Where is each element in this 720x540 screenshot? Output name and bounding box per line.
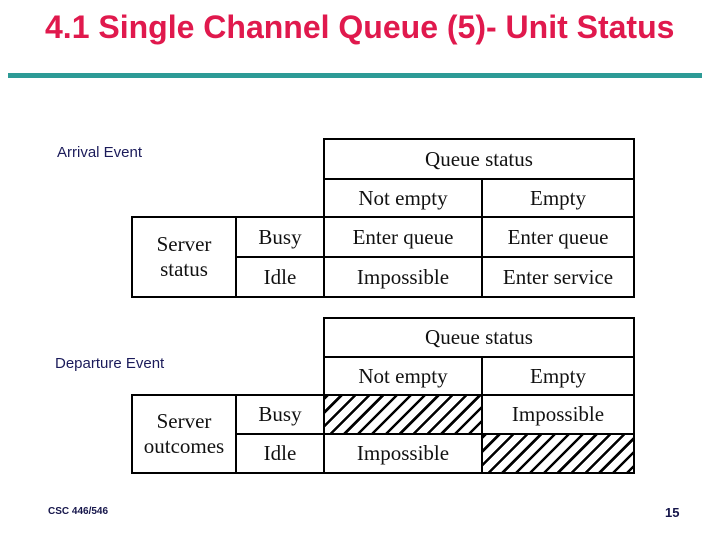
table-spacer xyxy=(132,139,324,179)
slide-title: 4.1 Single Channel Queue (5)- Unit Statu… xyxy=(45,9,675,45)
row-label-busy: Busy xyxy=(235,394,325,435)
arrival-event-label: Arrival Event xyxy=(57,144,143,161)
row-label-idle: Idle xyxy=(235,433,325,474)
row-group-header-server-outcomes: Server outcomes xyxy=(131,394,237,474)
arrival-status-table: Queue status Not empty Empty Server stat… xyxy=(131,138,635,298)
departure-event-label: Departure Event xyxy=(55,355,165,372)
row-label-busy: Busy xyxy=(235,216,325,258)
cell-busy-empty: Impossible xyxy=(481,394,635,435)
cell-busy-empty: Enter queue xyxy=(481,216,635,258)
page-number: 15 xyxy=(665,505,680,520)
cell-idle-not-empty: Impossible xyxy=(323,256,483,298)
departure-status-table: Queue status Not empty Empty Server outc… xyxy=(131,317,635,474)
queue-status-header: Queue status xyxy=(323,138,635,180)
col-header-not-empty: Not empty xyxy=(323,356,483,396)
cell-idle-empty: Enter service xyxy=(481,256,635,298)
row-label-idle: Idle xyxy=(235,256,325,298)
cell-busy-not-empty: Enter queue xyxy=(323,216,483,258)
queue-status-header: Queue status xyxy=(323,317,635,358)
row-group-header-server-status: Server status xyxy=(131,216,237,298)
col-header-empty: Empty xyxy=(481,178,635,218)
cell-idle-not-empty: Impossible xyxy=(323,433,483,474)
col-header-empty: Empty xyxy=(481,356,635,396)
footer-course-label: CSC 446/546 xyxy=(48,506,109,517)
col-header-not-empty: Not empty xyxy=(323,178,483,218)
hatched-cell-idle-empty xyxy=(481,433,635,474)
table-spacer xyxy=(132,179,324,217)
table-spacer xyxy=(132,318,324,357)
hatched-cell-busy-not-empty xyxy=(323,394,483,435)
title-underline-rule xyxy=(8,73,702,78)
